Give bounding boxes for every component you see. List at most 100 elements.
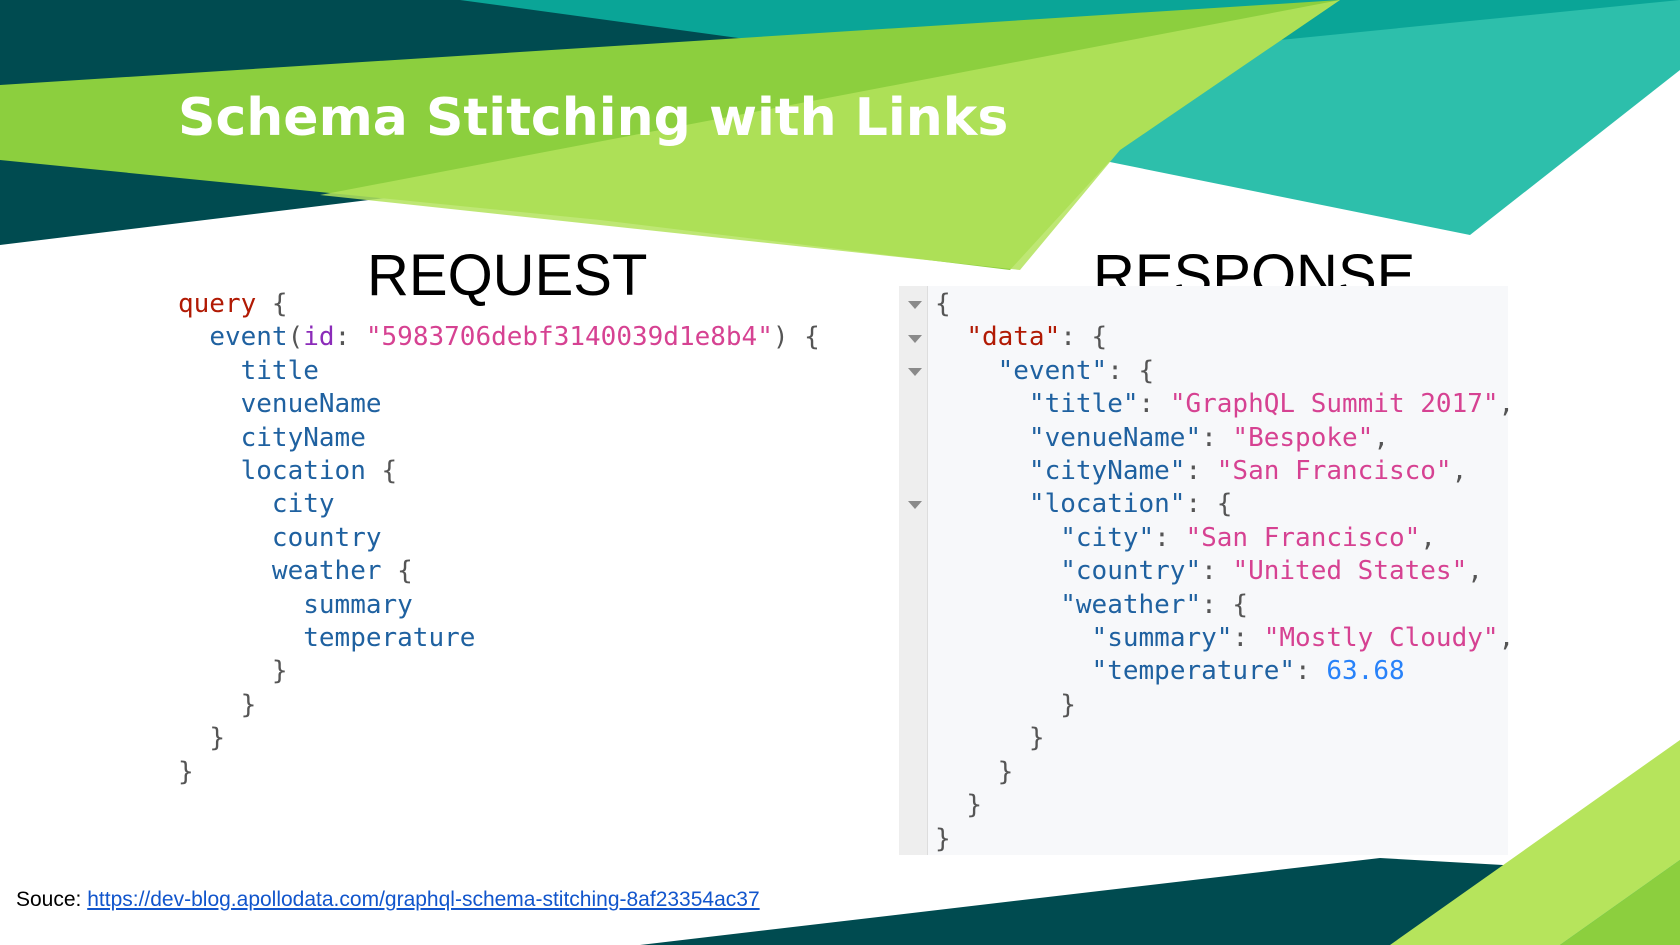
code-token: "event" bbox=[997, 355, 1108, 386]
code-token: "5983706debf3140039d1e8b4" bbox=[365, 322, 773, 353]
code-token: city bbox=[271, 489, 335, 520]
code-token: "location" bbox=[1028, 489, 1186, 520]
code-token: } bbox=[1060, 689, 1076, 720]
code-token: summary bbox=[303, 589, 413, 620]
code-token: temperature bbox=[303, 623, 476, 654]
code-line: "country": "United States", bbox=[935, 555, 1514, 588]
code-token: , bbox=[1498, 389, 1515, 420]
source-link[interactable]: https://dev-blog.apollodata.com/graphql-… bbox=[87, 888, 760, 911]
code-token: query bbox=[178, 289, 257, 319]
code-line: location { bbox=[178, 455, 820, 488]
code-token: } bbox=[240, 689, 257, 720]
code-line: } bbox=[178, 722, 820, 755]
code-token: : { bbox=[1185, 489, 1233, 520]
code-token: cityName bbox=[240, 422, 366, 453]
response-code-block: { "data": { "event": { "title": "GraphQL… bbox=[935, 288, 1514, 856]
code-token: "San Francisco" bbox=[1185, 522, 1421, 553]
code-token: "GraphQL Summit 2017" bbox=[1169, 389, 1499, 420]
code-line: city bbox=[178, 488, 820, 521]
code-line: "title": "GraphQL Summit 2017", bbox=[935, 388, 1514, 421]
code-token: { bbox=[935, 289, 951, 319]
fold-toggle-icon[interactable] bbox=[908, 501, 922, 509]
request-code-block: query { event(id: "5983706debf3140039d1e… bbox=[178, 288, 820, 789]
code-token: { bbox=[365, 456, 398, 487]
code-line: country bbox=[178, 522, 820, 555]
code-token: event bbox=[209, 322, 288, 353]
code-line: } bbox=[178, 655, 820, 688]
code-line: query { bbox=[178, 288, 820, 321]
code-line: } bbox=[935, 789, 1514, 822]
code-line: "summary": "Mostly Cloudy", bbox=[935, 622, 1515, 655]
code-token: "Bespoke" bbox=[1232, 422, 1374, 453]
code-line: "venueName": "Bespoke", bbox=[935, 422, 1514, 455]
code-token: weather bbox=[271, 556, 382, 587]
request-heading: REQUEST bbox=[367, 243, 648, 308]
code-token: title bbox=[240, 355, 319, 386]
code-token: "Mostly Cloudy" bbox=[1263, 623, 1499, 654]
code-token: } bbox=[178, 756, 194, 787]
code-token: : bbox=[1138, 389, 1170, 420]
code-line: "data": { bbox=[935, 321, 1514, 354]
code-token: : { bbox=[1107, 355, 1155, 386]
code-line: temperature bbox=[178, 622, 820, 655]
code-line: "location": { bbox=[935, 488, 1514, 521]
code-line: } bbox=[935, 689, 1514, 722]
code-line: cityName bbox=[178, 422, 820, 455]
code-token: "city" bbox=[1060, 522, 1155, 553]
code-token: { bbox=[256, 289, 288, 319]
code-token: : { bbox=[1060, 322, 1108, 353]
code-token: "country" bbox=[1060, 556, 1202, 587]
code-token: venueName bbox=[240, 389, 382, 420]
fold-toggle-icon[interactable] bbox=[908, 368, 922, 376]
code-token: ( bbox=[287, 322, 304, 353]
fold-toggle-icon[interactable] bbox=[908, 335, 922, 343]
code-token: "summary" bbox=[1091, 623, 1233, 654]
code-token: , bbox=[1373, 422, 1389, 453]
code-token: : { bbox=[1201, 589, 1249, 620]
code-line: "weather": { bbox=[935, 589, 1514, 622]
code-token: : bbox=[1201, 556, 1233, 587]
code-token: } bbox=[209, 723, 225, 754]
code-token: { bbox=[381, 556, 413, 587]
code-token: "venueName" bbox=[1028, 422, 1202, 453]
code-token: "weather" bbox=[1060, 589, 1202, 620]
code-line: } bbox=[935, 823, 1514, 856]
bg-bottom-light-green bbox=[1390, 740, 1680, 945]
slide-title: Schema Stitching with Links bbox=[178, 88, 1009, 148]
code-line: } bbox=[935, 756, 1514, 789]
bg-bottom-dark-band bbox=[640, 858, 1680, 945]
code-token: : bbox=[1185, 456, 1217, 487]
code-token: "title" bbox=[1028, 389, 1139, 420]
code-token: location bbox=[240, 456, 366, 487]
code-line: { bbox=[935, 288, 1514, 321]
code-token: "San Francisco" bbox=[1216, 456, 1452, 487]
code-token: } bbox=[1028, 723, 1045, 754]
code-line: "cityName": "San Francisco", bbox=[935, 455, 1514, 488]
code-line: } bbox=[178, 689, 820, 722]
source-label: Souce: bbox=[16, 888, 88, 911]
code-token: : bbox=[1232, 623, 1264, 654]
code-line: title bbox=[178, 355, 820, 388]
code-token: , bbox=[1467, 556, 1483, 587]
code-token: : bbox=[1201, 422, 1233, 453]
code-token: "temperature" bbox=[1091, 656, 1296, 687]
code-token: : bbox=[334, 322, 366, 353]
bg-right-teal-wedge bbox=[1100, 0, 1680, 235]
code-token: "United States" bbox=[1232, 556, 1468, 587]
code-line: event(id: "5983706debf3140039d1e8b4") { bbox=[178, 321, 820, 354]
code-token: , bbox=[1420, 522, 1436, 553]
code-token: country bbox=[271, 522, 382, 553]
fold-toggle-icon[interactable] bbox=[908, 301, 922, 309]
code-line: } bbox=[935, 722, 1514, 755]
code-token: : bbox=[1295, 656, 1327, 687]
response-panel bbox=[899, 286, 1508, 855]
bg-light-green-overlay bbox=[320, 0, 1340, 270]
code-line: weather { bbox=[178, 555, 820, 588]
code-token: : bbox=[1154, 522, 1186, 553]
code-line: venueName bbox=[178, 388, 820, 421]
code-token: } bbox=[271, 656, 288, 687]
code-line: summary bbox=[178, 589, 820, 622]
code-token: , bbox=[1498, 623, 1515, 654]
code-token: , bbox=[1451, 456, 1468, 487]
